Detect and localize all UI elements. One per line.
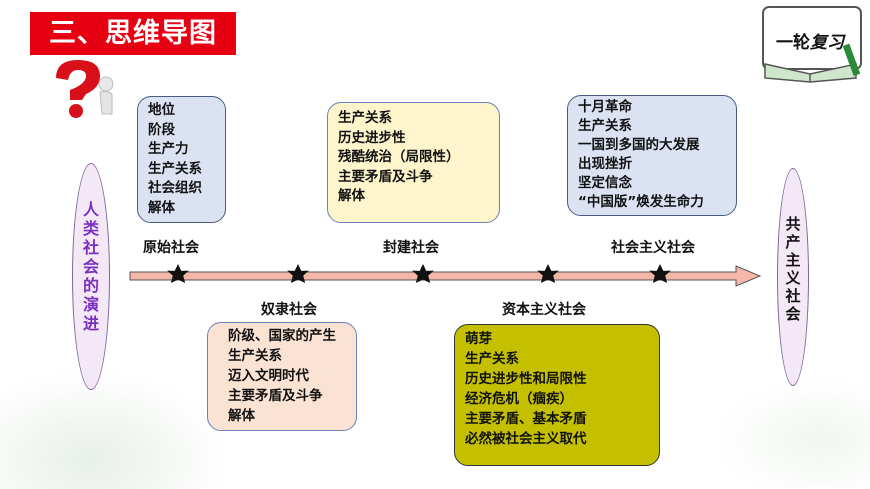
vertical-char: 类 [82, 219, 99, 238]
list-item: 生产力 [148, 141, 189, 157]
vertical-char: 会 [82, 257, 99, 276]
list-item: 社会组织 [148, 180, 202, 196]
list-item: 阶段 [148, 121, 175, 138]
list-item: 残酷统治（局限性） [338, 149, 460, 165]
vertical-char: 会 [785, 305, 801, 323]
vertical-char: 共 [785, 215, 801, 233]
list-item: 生产关系 [578, 118, 632, 134]
page-title: 三、思维导图 [30, 12, 236, 55]
communist-society-ellipse [777, 168, 809, 386]
list-item: 主要矛盾及斗争 [228, 388, 323, 404]
list-item: 生产关系 [228, 348, 282, 364]
list-item: 出现挫折 [578, 156, 632, 172]
vertical-char: 的 [82, 276, 99, 295]
list-item: 历史进步性和局限性 [465, 371, 587, 387]
timeline-star-socialist [649, 264, 671, 283]
human-society-ellipse [72, 163, 110, 390]
list-item: 一国到多国的大发展 [578, 137, 700, 153]
list-item: 主要矛盾及斗争 [338, 168, 433, 185]
badge-label: 一轮复习 [776, 33, 844, 53]
timeline-star-feudal [412, 264, 434, 283]
list-item: 萌芽 [465, 331, 492, 347]
list-item: 生产关系 [148, 160, 202, 177]
stage-label-primitive: 原始社会 [143, 240, 199, 256]
list-item: 生产关系 [338, 110, 392, 126]
stage-label-socialist: 社会主义社会 [611, 240, 695, 256]
list-item: 地位 [148, 102, 175, 118]
list-item: 坚定信念 [578, 175, 632, 191]
vertical-char: 进 [82, 314, 99, 333]
timeline-arrow [129, 264, 762, 287]
capitalist-society-box: 萌芽 生产关系 历史进步性和局限性 经济危机（痼疾） 主要矛盾、基本矛盾 必然被… [454, 324, 660, 466]
primitive-society-box: 地位 阶段 生产力 生产关系 社会组织 解体 [137, 96, 226, 223]
question-mark-image [56, 60, 114, 118]
stage-label-slave: 奴隶社会 [261, 302, 317, 318]
communist-society-label: 共产主义社会 [783, 215, 803, 323]
vertical-char: 社 [82, 238, 99, 257]
list-item: 经济危机（痼疾） [465, 391, 573, 407]
feudal-society-box: 生产关系 历史进步性 残酷统治（局限性） 主要矛盾及斗争 解体 [327, 102, 500, 223]
list-item: 主要矛盾、基本矛盾 [465, 411, 587, 427]
list-item: 阶级、国家的产生 [228, 328, 336, 344]
timeline-star-capitalist [537, 264, 559, 283]
stage-label-feudal: 封建社会 [383, 240, 439, 256]
vertical-char: 义 [785, 269, 801, 287]
list-item: 解体 [228, 408, 255, 424]
timeline-star-slave [287, 264, 309, 283]
slave-society-box: 阶级、国家的产生 生产关系 迈入文明时代 主要矛盾及斗争 解体 [207, 322, 357, 431]
vertical-char: 社 [785, 287, 801, 305]
vertical-char: 演 [82, 295, 99, 314]
socialist-society-box: 十月革命 生产关系 一国到多国的大发展 出现挫折 坚定信念 “中国版”焕发生命力 [567, 95, 737, 216]
timeline-star-primitive [167, 264, 189, 283]
list-item: 生产关系 [465, 351, 519, 367]
vertical-char: 主 [785, 251, 801, 269]
stage-label-capitalist: 资本主义社会 [502, 302, 586, 318]
book-badge-icon [762, 6, 862, 83]
vertical-char: 产 [785, 233, 801, 251]
list-item: 十月革命 [578, 99, 632, 115]
list-item: 历史进步性 [338, 129, 406, 146]
list-item: 解体 [148, 199, 175, 216]
vertical-char: 人 [82, 200, 99, 219]
list-item: “中国版”焕发生命力 [578, 194, 704, 210]
list-item: 必然被社会主义取代 [465, 431, 587, 447]
list-item: 解体 [338, 188, 365, 204]
list-item: 迈入文明时代 [228, 368, 309, 384]
human-society-label: 人类社会的演进 [81, 200, 101, 333]
